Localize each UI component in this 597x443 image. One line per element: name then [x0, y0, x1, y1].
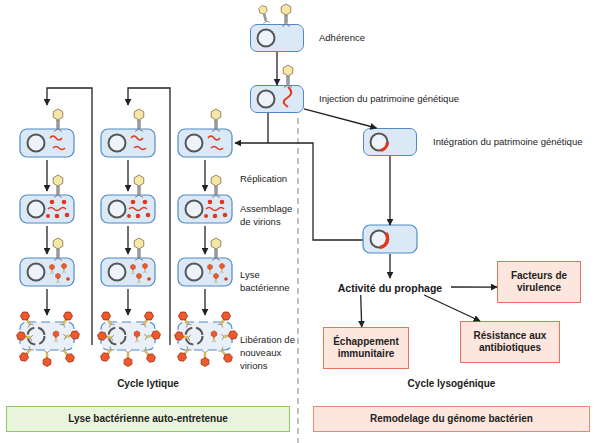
cycle-title: Cycle lysogénique: [313, 377, 590, 390]
flow-arrow: [304, 109, 377, 128]
injected-dna: [284, 87, 292, 107]
prophage-node: Activité du prophage: [329, 225, 451, 295]
node-text: Remodelage du génome bactérien: [370, 413, 533, 425]
step-arrow: [127, 226, 128, 254]
dna-fragment: [131, 136, 146, 150]
dna-fragment: [208, 136, 223, 150]
flow-arrow: [276, 52, 277, 85]
bacterium-cell: [178, 258, 232, 286]
step-arrow: [46, 160, 47, 191]
node-text: Adhérence: [319, 32, 365, 44]
step-arrow: [127, 289, 128, 315]
step-label: Réplication: [240, 172, 298, 185]
step-arrow: [204, 226, 205, 254]
dna-fragment: [50, 136, 65, 150]
node-text: Injection du patrimoine génétique: [319, 93, 459, 105]
bacterium-cell: Injection du patrimoine génétique: [250, 85, 304, 113]
bacterium-cell: [101, 258, 155, 286]
integrated-dna: [381, 142, 388, 150]
summary-box: Lyse bactérienne auto-entretenue: [6, 406, 290, 432]
bacterium-cell: [20, 195, 74, 223]
induction-arrow: [235, 143, 363, 240]
chromosome: [258, 91, 275, 108]
chromosome: [258, 30, 275, 47]
step-label: Lyse bactérienne: [240, 268, 298, 294]
bacterium-cell: [20, 258, 74, 286]
effect-box: Facteurs de virulence: [497, 261, 581, 303]
phage-symbol: [211, 175, 221, 198]
bacterium-cell: [20, 129, 74, 157]
phage-symbol: [258, 5, 270, 24]
lysed-cell: [174, 310, 238, 366]
replicating-dna: [204, 200, 227, 219]
prophage-dna: [386, 233, 388, 239]
phage-symbol: [134, 238, 144, 261]
node-text: Facteurs de virulence: [502, 270, 576, 294]
phage-symbol: [53, 238, 63, 261]
node-text: Résistance aux antibiotiques: [465, 330, 555, 354]
phage-symbol: [53, 109, 63, 132]
replicating-dna: [127, 200, 150, 219]
bacterium-cell: [178, 129, 232, 157]
assembled-virions: [208, 263, 228, 283]
flow-arrow: [451, 286, 497, 287]
assembled-virions: [50, 263, 70, 283]
step-arrow: [46, 226, 47, 254]
phage-symbol: [134, 175, 144, 198]
flow-arrow: [389, 156, 390, 225]
lysed-cell: [16, 310, 80, 366]
flow-arrow: [360, 295, 362, 327]
phage-symbol: [53, 175, 63, 198]
phage-symbol: [283, 65, 293, 88]
summary-box: Remodelage du génome bactérien: [313, 406, 590, 432]
assembled-virions: [131, 263, 151, 283]
effect-box: Échappement immunitaire: [323, 327, 409, 369]
activity-arrow: [389, 254, 390, 278]
step-arrow: [127, 160, 128, 191]
chromosome: [371, 134, 388, 151]
flow-arrow: [424, 295, 480, 321]
step-label: Libération de nouveaux virions: [240, 333, 298, 372]
node-text: Intégration du patrimoine génétique: [433, 136, 582, 148]
step-arrow: [204, 160, 205, 191]
reinfection-arrow: [47, 88, 92, 345]
step-arrow: [204, 289, 205, 315]
phage-symbol: [211, 238, 221, 261]
phage-symbol: [281, 4, 291, 27]
bacterium-cell: [178, 195, 232, 223]
bacterium-cell: Intégration du patrimoine génétique: [363, 128, 417, 156]
bacterium-cell: [101, 195, 155, 223]
step-label: Assemblage de virions: [240, 202, 298, 228]
step-arrow: [46, 289, 47, 315]
node-text: Échappement immunitaire: [328, 336, 404, 360]
phage-symbol: [134, 109, 144, 132]
effect-box: Résistance aux antibiotiques: [460, 321, 560, 363]
reinfection-arrow: [128, 88, 170, 345]
cycle-divider: [297, 118, 298, 443]
cycle-title: Cycle lytique: [6, 377, 290, 390]
phage-symbol: [211, 109, 221, 132]
node-text: Lyse bactérienne auto-entretenue: [68, 413, 228, 425]
replicating-dna: [46, 200, 69, 219]
bacterium-cell: [101, 129, 155, 157]
prophage-dna: [380, 239, 388, 247]
node-text: Activité du prophage: [329, 281, 451, 295]
lytic-entry-line: [267, 113, 268, 143]
bacterium-cell: Adhérence: [250, 24, 304, 52]
lysed-cell: [97, 310, 161, 366]
bacterium-cell: [363, 225, 417, 253]
